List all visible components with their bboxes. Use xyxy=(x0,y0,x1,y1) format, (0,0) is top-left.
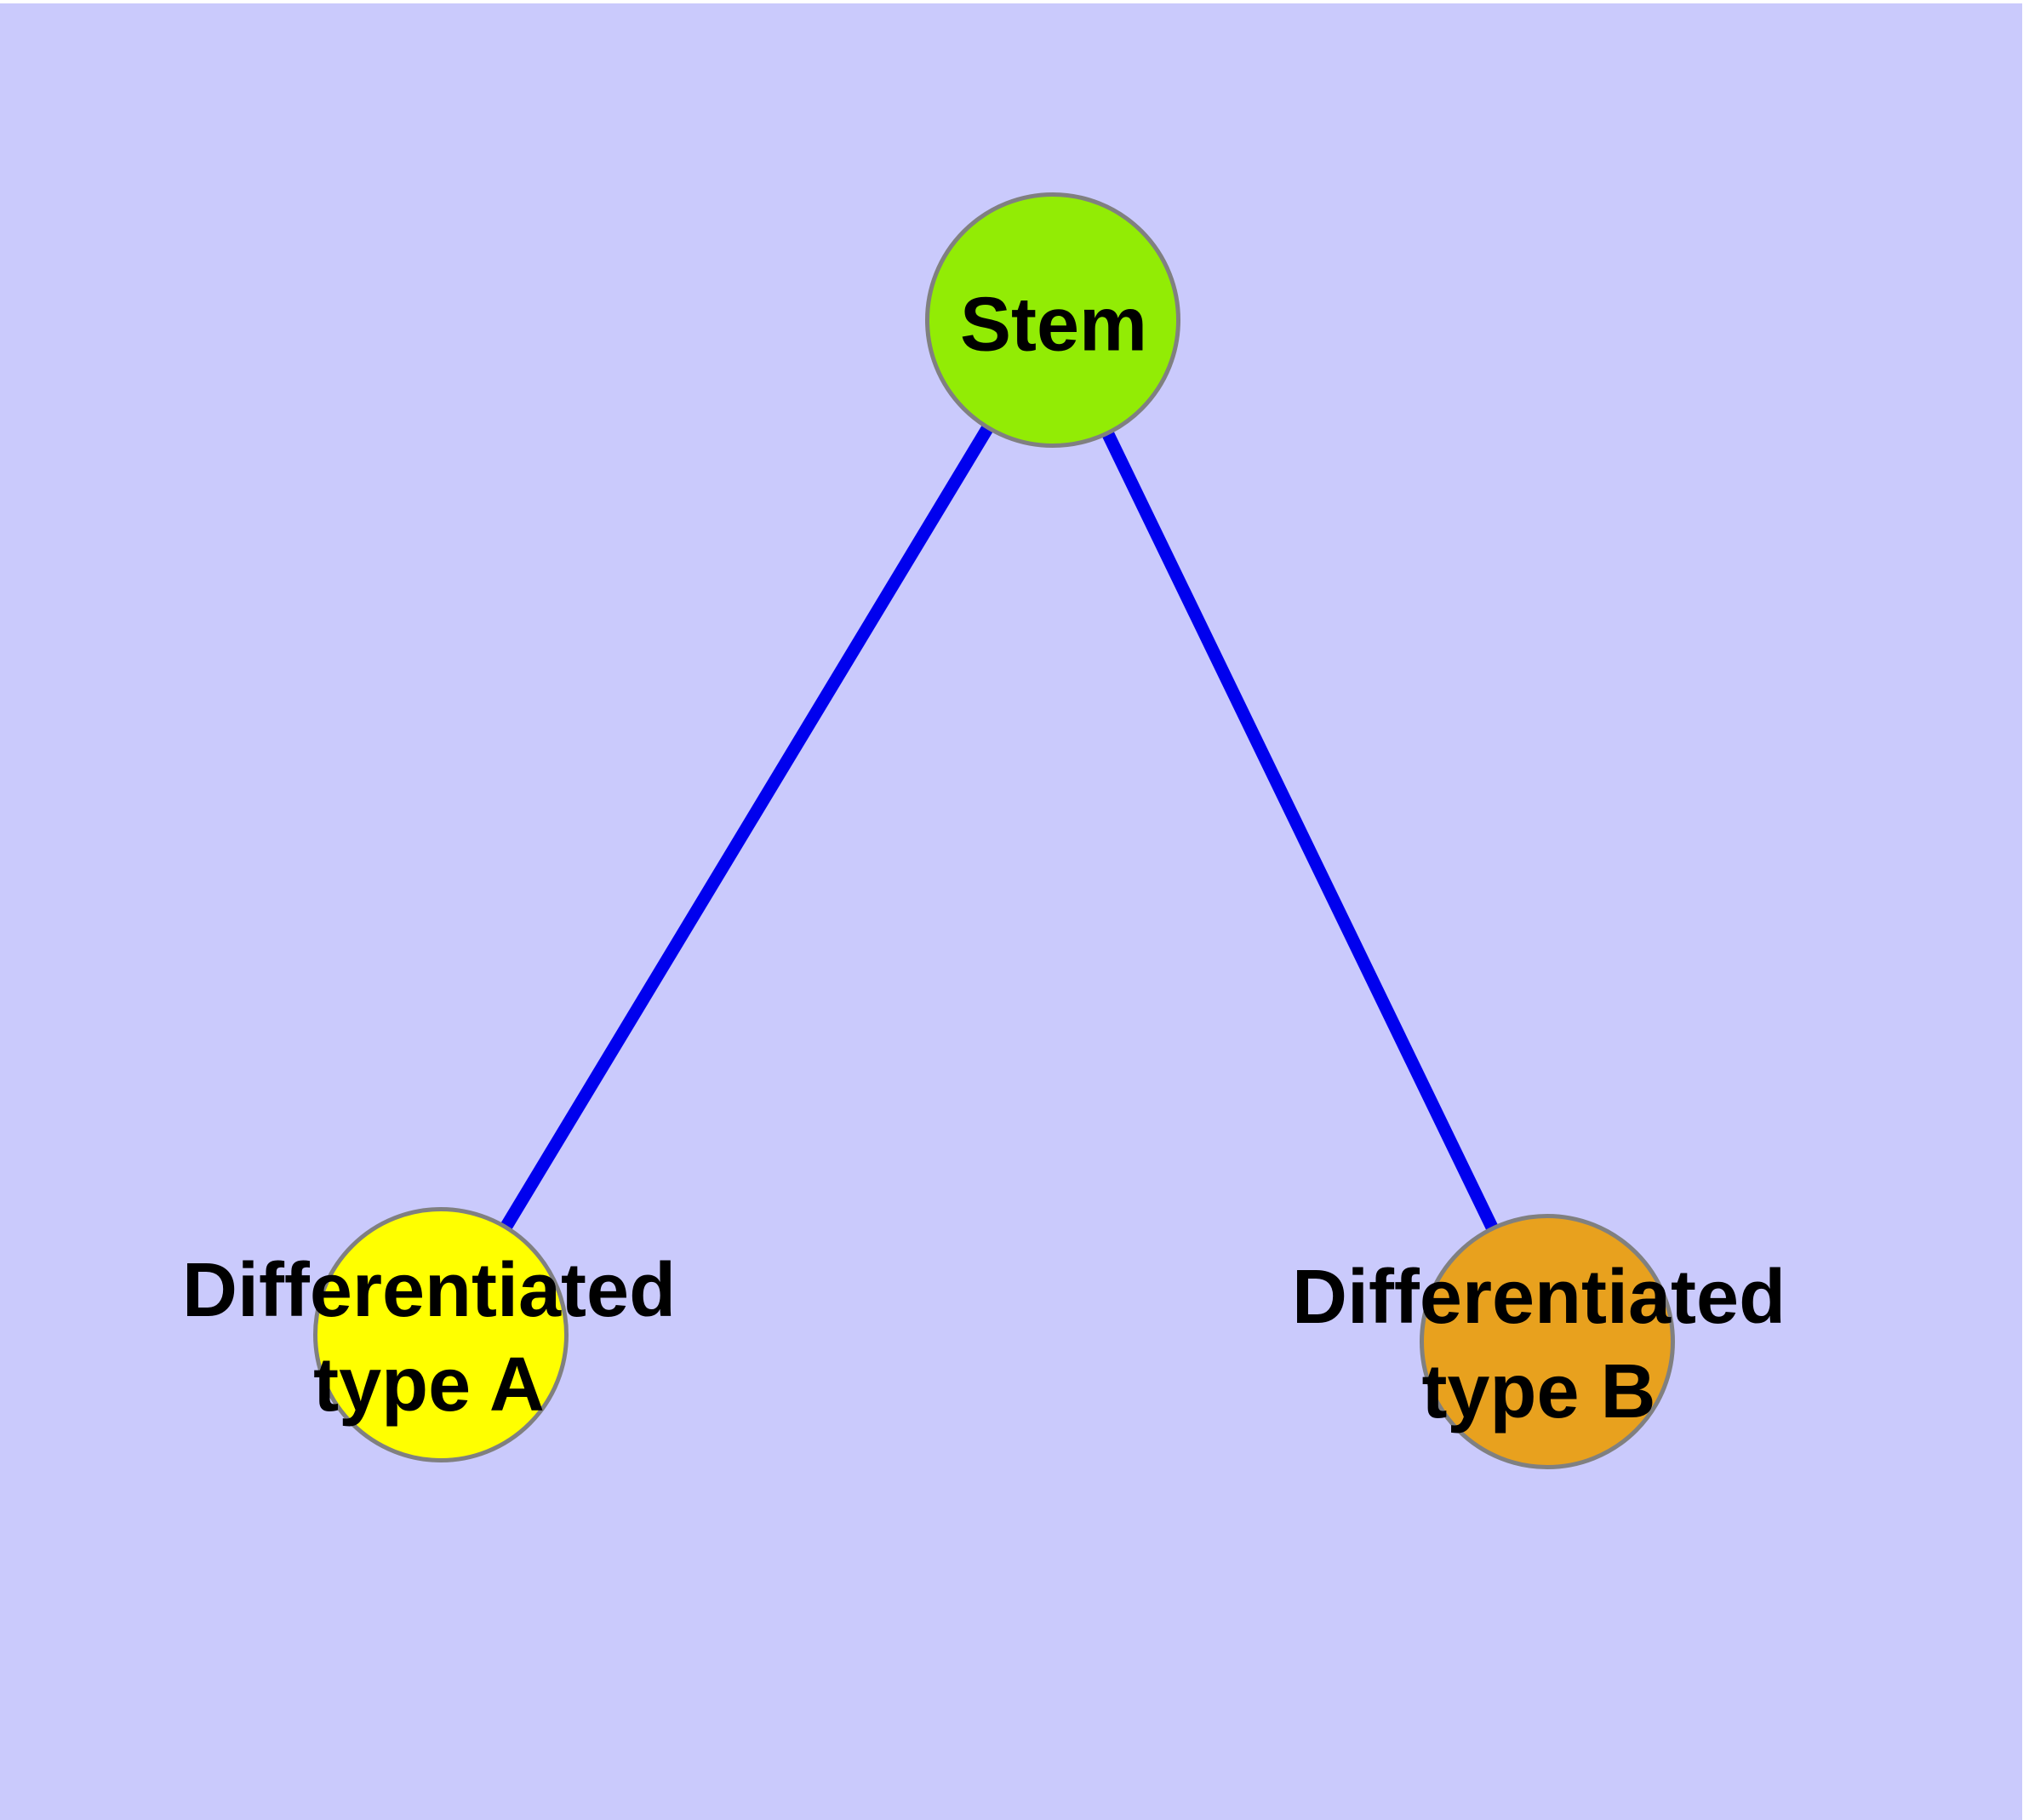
node-differentiated-type-a-circle xyxy=(313,1207,569,1462)
label-line: Differentiated xyxy=(1291,1255,1786,1340)
node-differentiated-type-b-label: Differentiated type B xyxy=(1292,1251,1786,1439)
label-line: type B xyxy=(1421,1349,1656,1434)
edge-stem-to-type-b xyxy=(1047,317,1553,1345)
graph-canvas: Stem Differentiated type A Differentiate… xyxy=(0,3,2022,1820)
label-line: type A xyxy=(313,1342,545,1428)
label-line: Differentiated xyxy=(181,1248,677,1333)
node-differentiated-type-a-label: Differentiated type A xyxy=(182,1244,676,1433)
label-line: Stem xyxy=(959,282,1148,368)
node-stem-label: Stem xyxy=(960,278,1147,373)
node-stem-circle xyxy=(925,192,1180,448)
edge-stem-to-type-a xyxy=(435,317,1059,1338)
edge-layer xyxy=(435,317,1553,1345)
node-differentiated-type-b-circle xyxy=(1420,1214,1675,1469)
